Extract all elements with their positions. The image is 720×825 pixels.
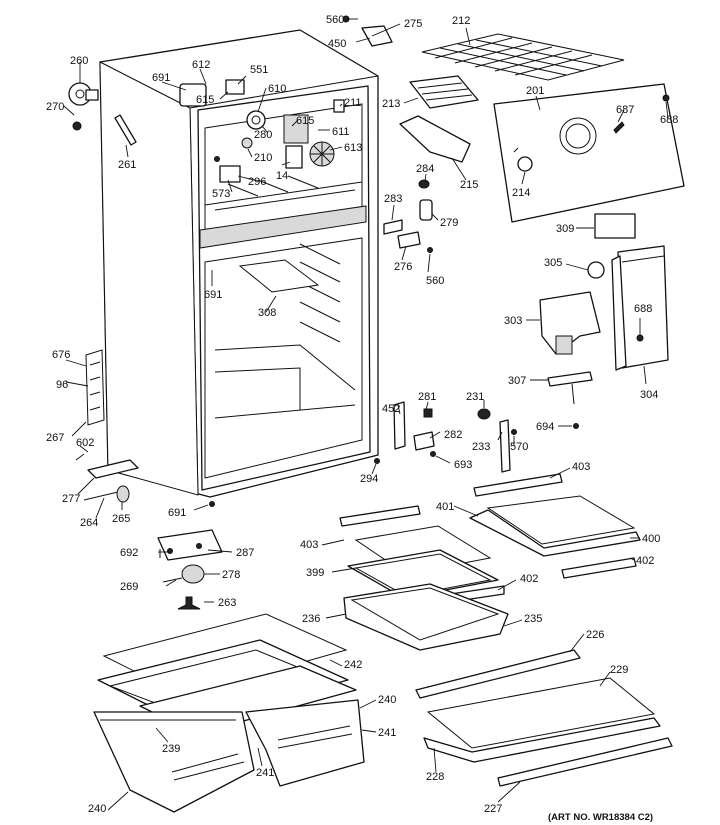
cabinet-assembly	[83, 29, 379, 503]
part-label-308: 308	[258, 307, 276, 319]
part-label-235: 235	[524, 613, 542, 625]
part-label-240: 240	[378, 694, 396, 706]
part-label-212: 212	[452, 15, 470, 27]
part-label-267: 267	[46, 432, 64, 444]
part-label-228: 228	[426, 771, 444, 783]
part-label-278: 278	[222, 569, 240, 581]
part-label-560b: 560	[426, 275, 444, 287]
part-label-211: 211	[344, 97, 362, 109]
part-label-691b: 691	[204, 289, 222, 301]
part-label-402: 402	[636, 555, 654, 567]
part-label-403b: 403	[300, 539, 318, 551]
part-label-570: 570	[510, 441, 528, 453]
part-label-693: 693	[454, 459, 472, 471]
part-label-227: 227	[484, 803, 502, 815]
part-label-283: 283	[384, 193, 402, 205]
top-parts	[68, 15, 625, 131]
part-label-400: 400	[642, 533, 660, 545]
part-label-279: 279	[440, 217, 458, 229]
part-label-229: 229	[610, 664, 628, 676]
part-label-688b: 688	[634, 303, 652, 315]
part-label-610: 610	[268, 83, 286, 95]
part-label-201: 201	[526, 85, 544, 97]
part-label-241b: 241	[256, 767, 274, 779]
part-label-260: 260	[70, 55, 88, 67]
part-label-691: 691	[152, 72, 170, 84]
part-label-210: 210	[254, 152, 272, 164]
part-label-282: 282	[444, 429, 462, 441]
part-label-307: 307	[508, 375, 526, 387]
part-label-233: 233	[472, 441, 490, 453]
art-number: (ART NO. WR18384 C2)	[548, 812, 653, 823]
part-label-241: 241	[378, 727, 396, 739]
part-label-309: 309	[556, 223, 574, 235]
part-label-236: 236	[302, 613, 320, 625]
part-label-305: 305	[544, 257, 562, 269]
part-label-613: 613	[344, 142, 362, 154]
part-label-215: 215	[460, 179, 478, 191]
part-label-611: 611	[332, 126, 350, 138]
part-label-96: 96	[56, 379, 68, 391]
freezer-controls	[179, 79, 345, 183]
part-label-242: 242	[344, 659, 362, 671]
freezer-pans	[93, 613, 365, 813]
part-label-213: 213	[382, 98, 400, 110]
air-duct-parts	[539, 245, 669, 429]
part-label-281: 281	[418, 391, 436, 403]
part-label-296: 296	[248, 176, 266, 188]
part-label-214: 214	[512, 187, 530, 199]
part-label-688: 688	[660, 114, 678, 126]
part-label-403: 403	[572, 461, 590, 473]
evaporator-cover	[399, 75, 685, 239]
part-label-615: 615	[196, 94, 214, 106]
fresh-food-shelves	[339, 473, 673, 787]
part-label-269: 269	[120, 581, 138, 593]
part-label-676: 676	[52, 349, 70, 361]
part-label-284: 284	[416, 163, 434, 175]
part-label-551: 551	[250, 64, 268, 76]
part-label-226: 226	[586, 629, 604, 641]
part-label-402b: 402	[520, 573, 538, 585]
part-label-275: 275	[404, 18, 422, 30]
part-label-615b: 615	[296, 115, 314, 127]
part-labels: 560 275 212 450 260 270 612 691 551 615 …	[46, 14, 678, 815]
part-label-401: 401	[436, 501, 454, 513]
part-label-261: 261	[118, 159, 136, 171]
part-label-276: 276	[394, 261, 412, 273]
part-label-691c: 691	[168, 507, 186, 519]
lower-parts	[157, 529, 223, 610]
part-label-452: 452	[382, 403, 400, 415]
part-label-612: 612	[192, 59, 210, 71]
part-label-694: 694	[536, 421, 554, 433]
part-label-287: 287	[236, 547, 254, 559]
part-label-399: 399	[306, 567, 324, 579]
part-label-264: 264	[80, 517, 98, 529]
part-label-14: 14	[276, 170, 288, 182]
part-label-303: 303	[504, 315, 522, 327]
part-label-239: 239	[162, 743, 180, 755]
center-hinge-parts	[209, 179, 517, 507]
part-label-687: 687	[616, 104, 634, 116]
part-label-270: 270	[46, 101, 64, 113]
leader-lines	[63, 18, 669, 811]
part-label-692: 692	[120, 547, 138, 559]
part-label-277: 277	[62, 493, 80, 505]
part-label-231: 231	[466, 391, 484, 403]
part-label-240b: 240	[88, 803, 106, 815]
part-label-294: 294	[360, 473, 378, 485]
part-label-560: 560	[326, 14, 344, 26]
part-label-450: 450	[328, 38, 346, 50]
part-label-304: 304	[640, 389, 658, 401]
part-label-602: 602	[76, 437, 94, 449]
part-label-280: 280	[254, 129, 272, 141]
part-label-265: 265	[112, 513, 130, 525]
part-label-263: 263	[218, 597, 236, 609]
part-label-573: 573	[212, 188, 230, 200]
